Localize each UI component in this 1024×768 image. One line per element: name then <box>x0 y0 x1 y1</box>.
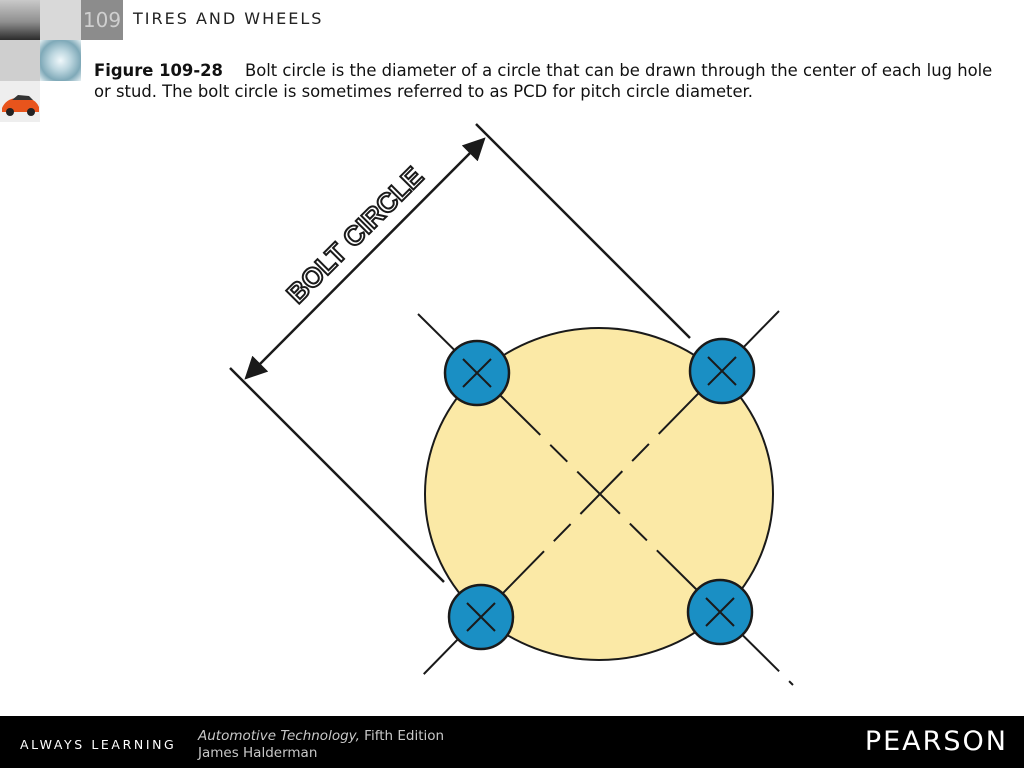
lug-holes <box>443 337 756 651</box>
footer-bar: ALWAYS LEARNING Automotive Technology, F… <box>0 716 1024 768</box>
chapter-number-badge: 109 <box>81 0 123 40</box>
lug-hole <box>688 337 756 405</box>
lug-hole <box>686 578 754 646</box>
lug-hole <box>447 583 515 651</box>
book-title: Automotive Technology, <box>198 728 360 744</box>
bolt-circle-diagram: BOLT CIRCLE <box>229 123 794 686</box>
publisher-logo: PEARSON <box>864 726 1008 757</box>
book-edition: Fifth Edition <box>364 728 445 744</box>
lug-center-mark <box>707 356 737 386</box>
dimension-extension-lines <box>229 123 691 583</box>
footer-tagline: ALWAYS LEARNING <box>20 737 177 752</box>
sports-car-thumbnail-image <box>0 81 40 122</box>
wheel-thumbnail-image <box>40 40 81 81</box>
lug-center-mark <box>462 358 492 388</box>
figure-label: Figure 109-28 <box>94 61 223 80</box>
lug-center-mark <box>705 597 735 627</box>
gray-thumbnail-tile <box>0 40 40 81</box>
lug-hole <box>443 339 511 407</box>
car-thumbnail-image <box>0 0 40 40</box>
caption-text: Bolt circle is the diameter of a circle … <box>94 61 993 101</box>
bolt-circle-label: BOLT CIRCLE <box>281 161 429 309</box>
gray-thumbnail-tile <box>40 0 81 40</box>
bolt-circle-dimension-arrow <box>244 137 486 380</box>
book-author: James Halderman <box>198 745 318 761</box>
chapter-title: TIRES AND WHEELS <box>133 9 324 28</box>
footer-book-info: Automotive Technology, Fifth Edition Jam… <box>198 728 444 762</box>
lug-center-mark <box>466 602 496 632</box>
